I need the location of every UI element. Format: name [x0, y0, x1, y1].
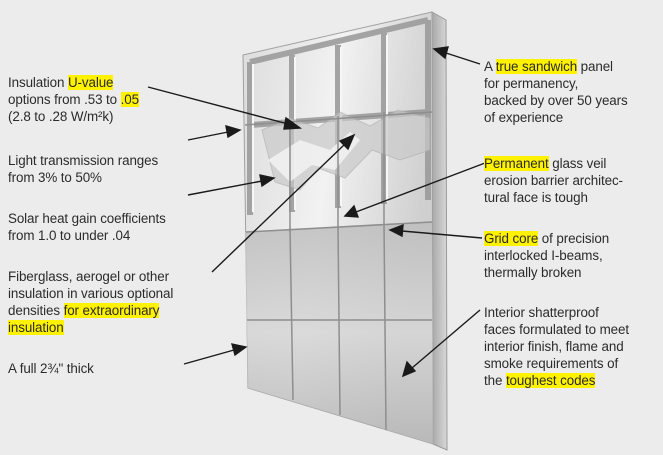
highlight-text: Grid core [484, 231, 539, 246]
highlight-text: insulation [8, 320, 64, 335]
highlight-text: .05 [120, 92, 139, 107]
callout-full-thickness: A full 2¾" thick [8, 360, 94, 377]
callout-text: for permanency, [484, 76, 579, 91]
callout-text: A [484, 59, 496, 74]
callout-insulation-u-value: Insulation U-value options from .53 to .… [8, 74, 139, 125]
callout-text: glass veil [548, 156, 607, 171]
callout-light-transmission: Light transmission ranges from 3% to 50% [8, 152, 158, 186]
callout-text: interlocked I-beams, [484, 248, 603, 263]
insulation-highlight [268, 132, 360, 182]
callout-text: faces formulated to meet [484, 322, 629, 337]
callout-text: densities [8, 303, 64, 318]
callout-text: tural face is tough [484, 190, 588, 205]
callout-interior-faces: Interior shatterproof faces formulated t… [484, 304, 629, 389]
callout-grid-core: Grid core of precision interlocked I-bea… [484, 230, 609, 281]
callout-solar-heat-gain: Solar heat gain coefficients from 1.0 to… [8, 210, 166, 244]
callout-permanent-glass-veil: Permanent glass veil erosion barrier arc… [484, 155, 623, 206]
panel-grid-lines [244, 111, 433, 431]
callout-text: panel [577, 59, 613, 74]
callout-text: from 1.0 to under .04 [8, 228, 131, 243]
callout-text: Fiberglass, aerogel or other [8, 269, 169, 284]
callout-text: Insulation [8, 75, 68, 90]
callout-text: Solar heat gain coefficients [8, 211, 166, 226]
callout-text: options from .53 to [8, 92, 121, 107]
callout-arrows [147, 46, 486, 378]
callout-text: Interior shatterproof [484, 305, 599, 320]
callout-fiberglass-aerogel: Fiberglass, aerogel or other insulation … [8, 268, 173, 336]
callout-text: Light transmission ranges [8, 153, 159, 168]
callout-text: insulation in various optional [8, 286, 174, 301]
panel-edge [431, 11, 448, 451]
callout-true-sandwich: A true sandwich panel for permanency, ba… [484, 58, 628, 126]
callout-text: (2.8 to .28 W/m²k) [8, 109, 114, 124]
highlight-text: U-value [67, 75, 114, 90]
callout-text: from 3% to 50% [8, 170, 102, 185]
callout-text: erosion barrier architec- [484, 173, 623, 188]
callout-text: the [484, 373, 506, 388]
highlight-text: for extraordinary [63, 303, 160, 318]
callout-text: backed by over 50 years [484, 93, 628, 108]
highlight-text: Permanent [484, 156, 549, 171]
highlight-text: true sandwich [495, 59, 578, 74]
callout-text: smoke requirements of [484, 356, 619, 371]
highlight-text: toughest codes [505, 373, 596, 388]
callout-text: of precision [538, 231, 610, 246]
callout-text: A full 2¾" thick [8, 361, 94, 376]
callout-text: thermally broken [484, 265, 582, 280]
callout-text: of experience [484, 110, 564, 125]
callout-text: interior finish, flame and [484, 339, 624, 354]
